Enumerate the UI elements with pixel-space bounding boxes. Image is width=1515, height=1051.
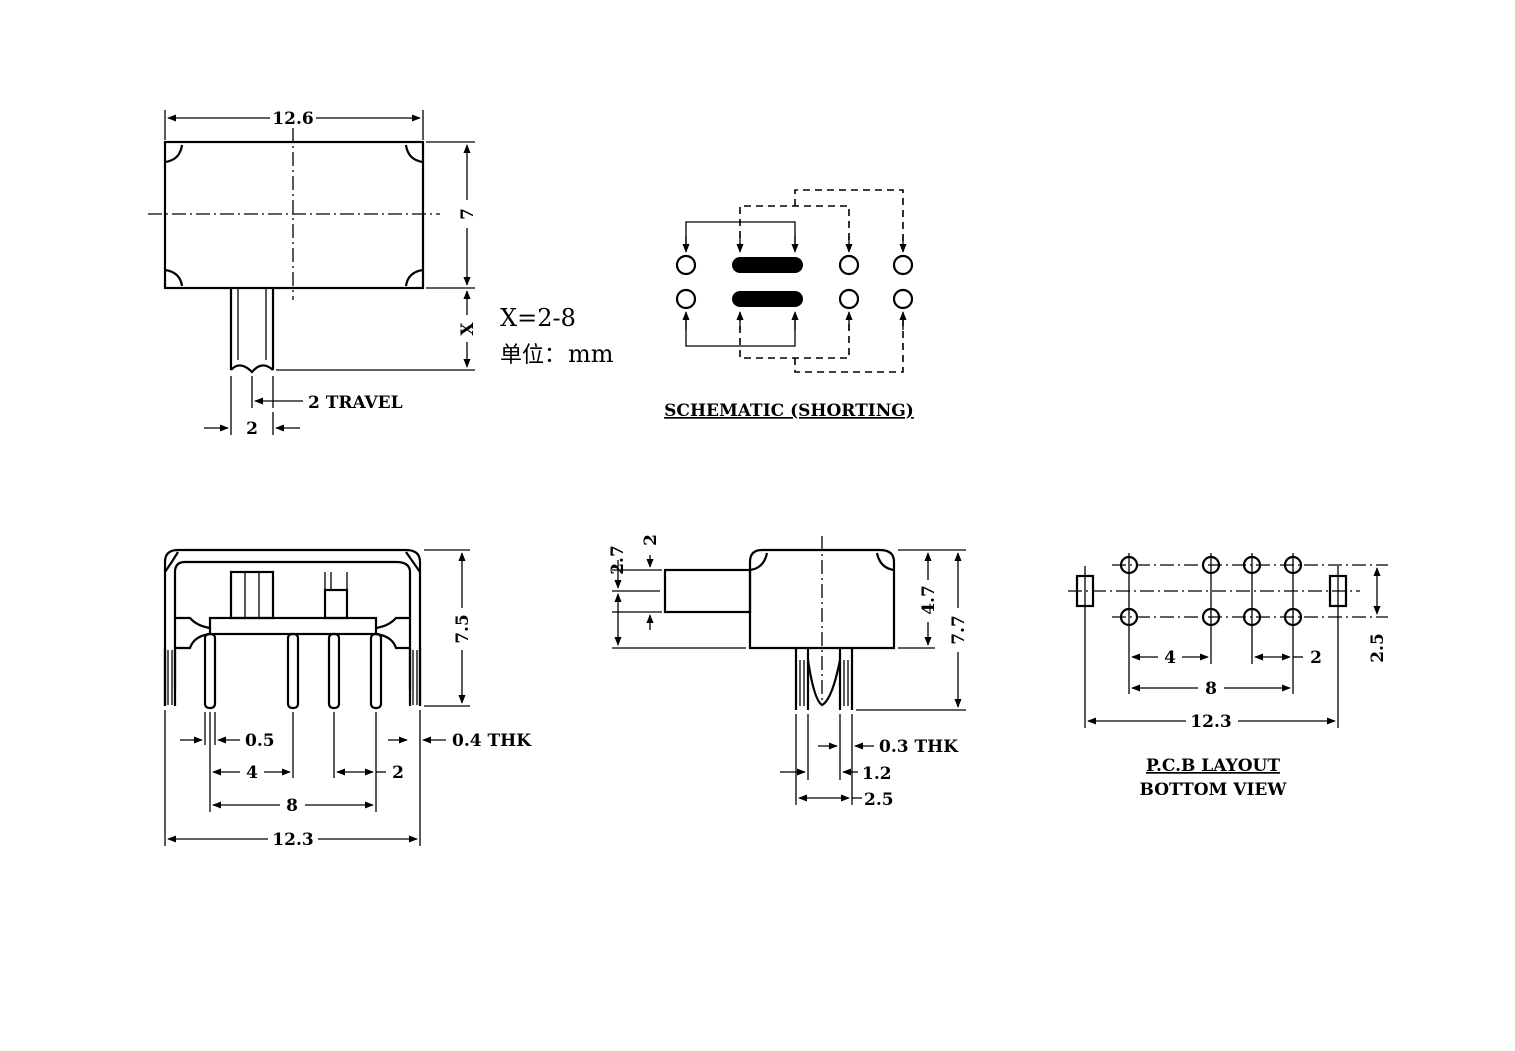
slider-alt bbox=[323, 588, 349, 620]
notes: X=2-8 单位： mm bbox=[500, 304, 614, 368]
front-view: 7.5 0.5 0.4 THK 4 2 8 12.3 bbox=[163, 548, 532, 850]
schematic: SCHEMATIC (SHORTING) bbox=[664, 189, 914, 421]
frame-inner bbox=[173, 560, 412, 690]
unit-label: 单位： bbox=[500, 343, 566, 368]
dim-height-label: 7.5 bbox=[453, 614, 473, 644]
actuator-outline bbox=[229, 288, 275, 370]
dim-overall-label: 12.3 bbox=[1190, 712, 1231, 732]
pin bbox=[203, 632, 217, 710]
dim-overall-label: 12.3 bbox=[272, 830, 313, 850]
dim-pitch-right-label: 2 bbox=[1310, 648, 1322, 668]
dim-actuator-thk-label: 2 bbox=[641, 534, 661, 546]
corner-tab bbox=[404, 268, 424, 287]
dim-actuator-width-label: 2 bbox=[246, 419, 258, 439]
dim-body-height-label: 4.7 bbox=[919, 585, 939, 615]
side-pins bbox=[794, 648, 854, 710]
dim-thickness-label: 0.4 THK bbox=[452, 731, 532, 751]
switch-base bbox=[208, 616, 378, 636]
dim-actuator-offset-label: 2.7 bbox=[608, 545, 628, 575]
dashed-wire-bottom-outer bbox=[794, 314, 904, 373]
corner-tab bbox=[164, 268, 184, 287]
top-view: 12.6 7 X 2 TRAVEL 2 bbox=[148, 109, 478, 439]
pin bbox=[327, 632, 341, 710]
corner-tab bbox=[404, 144, 424, 164]
pin bbox=[369, 632, 383, 710]
terminal bbox=[675, 254, 697, 276]
dim-span-label: 8 bbox=[286, 796, 298, 816]
dim-pin-gap-label: 1.2 bbox=[862, 764, 892, 784]
actuator-inner bbox=[237, 288, 267, 360]
pcb-layout: 2.5 4 2 8 12.3 P.C.B LAYOUT BOTTOM VIEW bbox=[1068, 553, 1388, 800]
dim-span-label: 8 bbox=[1205, 679, 1217, 699]
side-actuator bbox=[663, 568, 752, 614]
x-range-note: X=2-8 bbox=[500, 304, 576, 332]
dim-pitch-right-label: 2 bbox=[392, 763, 404, 783]
pin bbox=[286, 632, 300, 710]
terminal bbox=[892, 254, 914, 276]
frame-outline bbox=[163, 548, 422, 706]
terminal bbox=[675, 288, 697, 310]
corner-tab bbox=[164, 144, 184, 164]
dim-height-label: 7 bbox=[458, 208, 478, 220]
terminal bbox=[892, 288, 914, 310]
schematic-caption: SCHEMATIC (SHORTING) bbox=[664, 401, 914, 421]
dim-row-spacing-label: 2.5 bbox=[1368, 633, 1388, 663]
dim-total-height-label: 7.7 bbox=[949, 615, 969, 645]
terminal bbox=[838, 288, 860, 310]
side-view: 2.7 2 4.7 7.7 0.3 THK 1.2 2.5 bbox=[608, 534, 969, 810]
unit-value: mm bbox=[568, 340, 614, 368]
dim-pin-width-label: 0.5 bbox=[245, 731, 275, 751]
dim-pitch-small-label: 4 bbox=[246, 763, 258, 783]
dim-pin-thk-label: 0.3 THK bbox=[879, 737, 959, 757]
dim-width-label: 12.6 bbox=[272, 109, 313, 129]
pcb-holes bbox=[1119, 553, 1303, 629]
slider-knob bbox=[229, 570, 275, 620]
pcb-caption-title: P.C.B LAYOUT bbox=[1146, 756, 1280, 776]
dim-actuator-length-label: X bbox=[458, 322, 478, 336]
switch-body-outline bbox=[163, 140, 425, 290]
actuator-tip bbox=[230, 364, 274, 374]
terminal bbox=[838, 254, 860, 276]
dim-travel-label: 2 TRAVEL bbox=[308, 393, 403, 413]
side-body-outline bbox=[748, 548, 896, 650]
pcb-caption-subtitle: BOTTOM VIEW bbox=[1140, 780, 1288, 800]
base-shoulder bbox=[175, 616, 410, 630]
dim-pitch-small-label: 4 bbox=[1164, 648, 1176, 668]
dim-pin-span-label: 2.5 bbox=[864, 790, 894, 810]
